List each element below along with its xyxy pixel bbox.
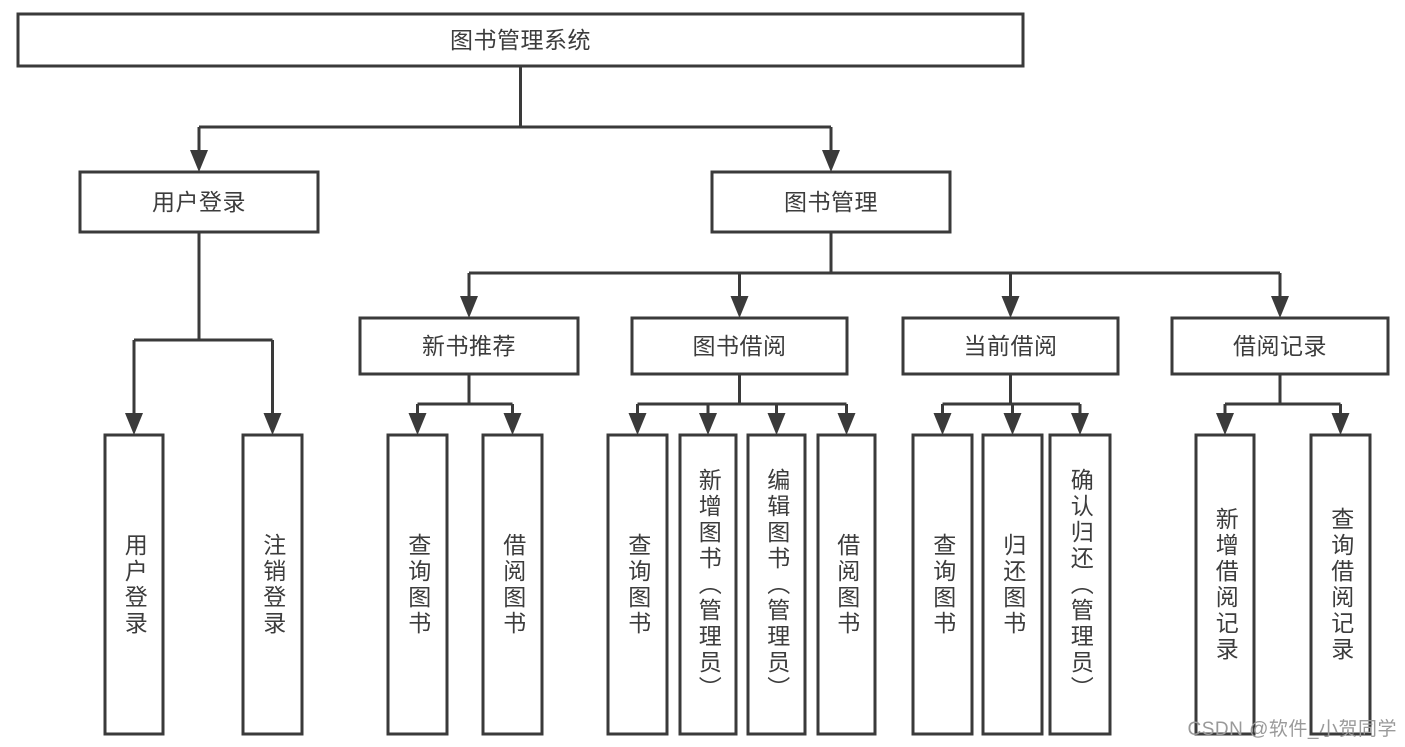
node-box-borrow-record xyxy=(1170,316,1390,376)
arrow-head-book-management xyxy=(822,150,840,172)
node-box-leaf-query-book-2 xyxy=(606,433,669,736)
arrow-head-leaf-add-book xyxy=(699,413,717,435)
node-box-leaf-logout xyxy=(241,433,304,736)
arrow-head-leaf-edit-book xyxy=(767,413,786,435)
node-box-root xyxy=(16,12,1025,68)
arrow-head-leaf-borrow-book-1 xyxy=(503,413,522,435)
node-box-leaf-borrow-book-1 xyxy=(481,433,544,736)
arrow-head-leaf-query-book-3 xyxy=(933,413,952,435)
arrow-head-current-borrow xyxy=(1001,296,1020,318)
arrow-head-new-book-recommend xyxy=(460,296,478,318)
arrow-head-leaf-logout xyxy=(263,413,282,435)
node-box-leaf-query-book-3 xyxy=(911,433,974,736)
arrow-head-leaf-return-book xyxy=(1003,413,1022,435)
node-box-leaf-edit-book xyxy=(746,433,807,736)
arrow-head-leaf-borrow-book-2 xyxy=(837,413,856,435)
connectors-layer xyxy=(125,66,1350,435)
node-box-user-login xyxy=(78,170,320,234)
watermark-text: CSDN @软件_小贺同学 xyxy=(1187,719,1397,740)
boxes-layer xyxy=(16,12,1390,736)
node-box-leaf-query-record xyxy=(1309,433,1372,736)
node-box-new-book-recommend xyxy=(358,316,580,376)
node-box-book-management xyxy=(710,170,952,234)
node-box-leaf-user-login xyxy=(103,433,165,736)
arrow-head-book-borrow xyxy=(730,296,749,318)
node-box-leaf-add-book xyxy=(678,433,738,736)
node-box-leaf-add-record xyxy=(1194,433,1256,736)
arrow-head-leaf-query-record xyxy=(1331,413,1350,435)
arrow-head-leaf-query-book-1 xyxy=(408,413,427,435)
node-box-leaf-borrow-book-2 xyxy=(816,433,877,736)
node-box-leaf-return-book xyxy=(981,433,1044,736)
node-box-book-borrow xyxy=(630,316,849,376)
arrow-head-leaf-confirm-return xyxy=(1071,413,1089,435)
arrow-head-user-login xyxy=(190,150,208,172)
arrow-head-borrow-record xyxy=(1271,296,1289,318)
arrow-head-leaf-query-book-2 xyxy=(628,413,647,435)
arrow-head-leaf-add-record xyxy=(1216,413,1234,435)
node-box-current-borrow xyxy=(901,316,1120,376)
arrow-head-leaf-user-login xyxy=(125,413,143,435)
node-box-leaf-confirm-return xyxy=(1048,433,1112,736)
node-box-leaf-query-book-1 xyxy=(386,433,449,736)
